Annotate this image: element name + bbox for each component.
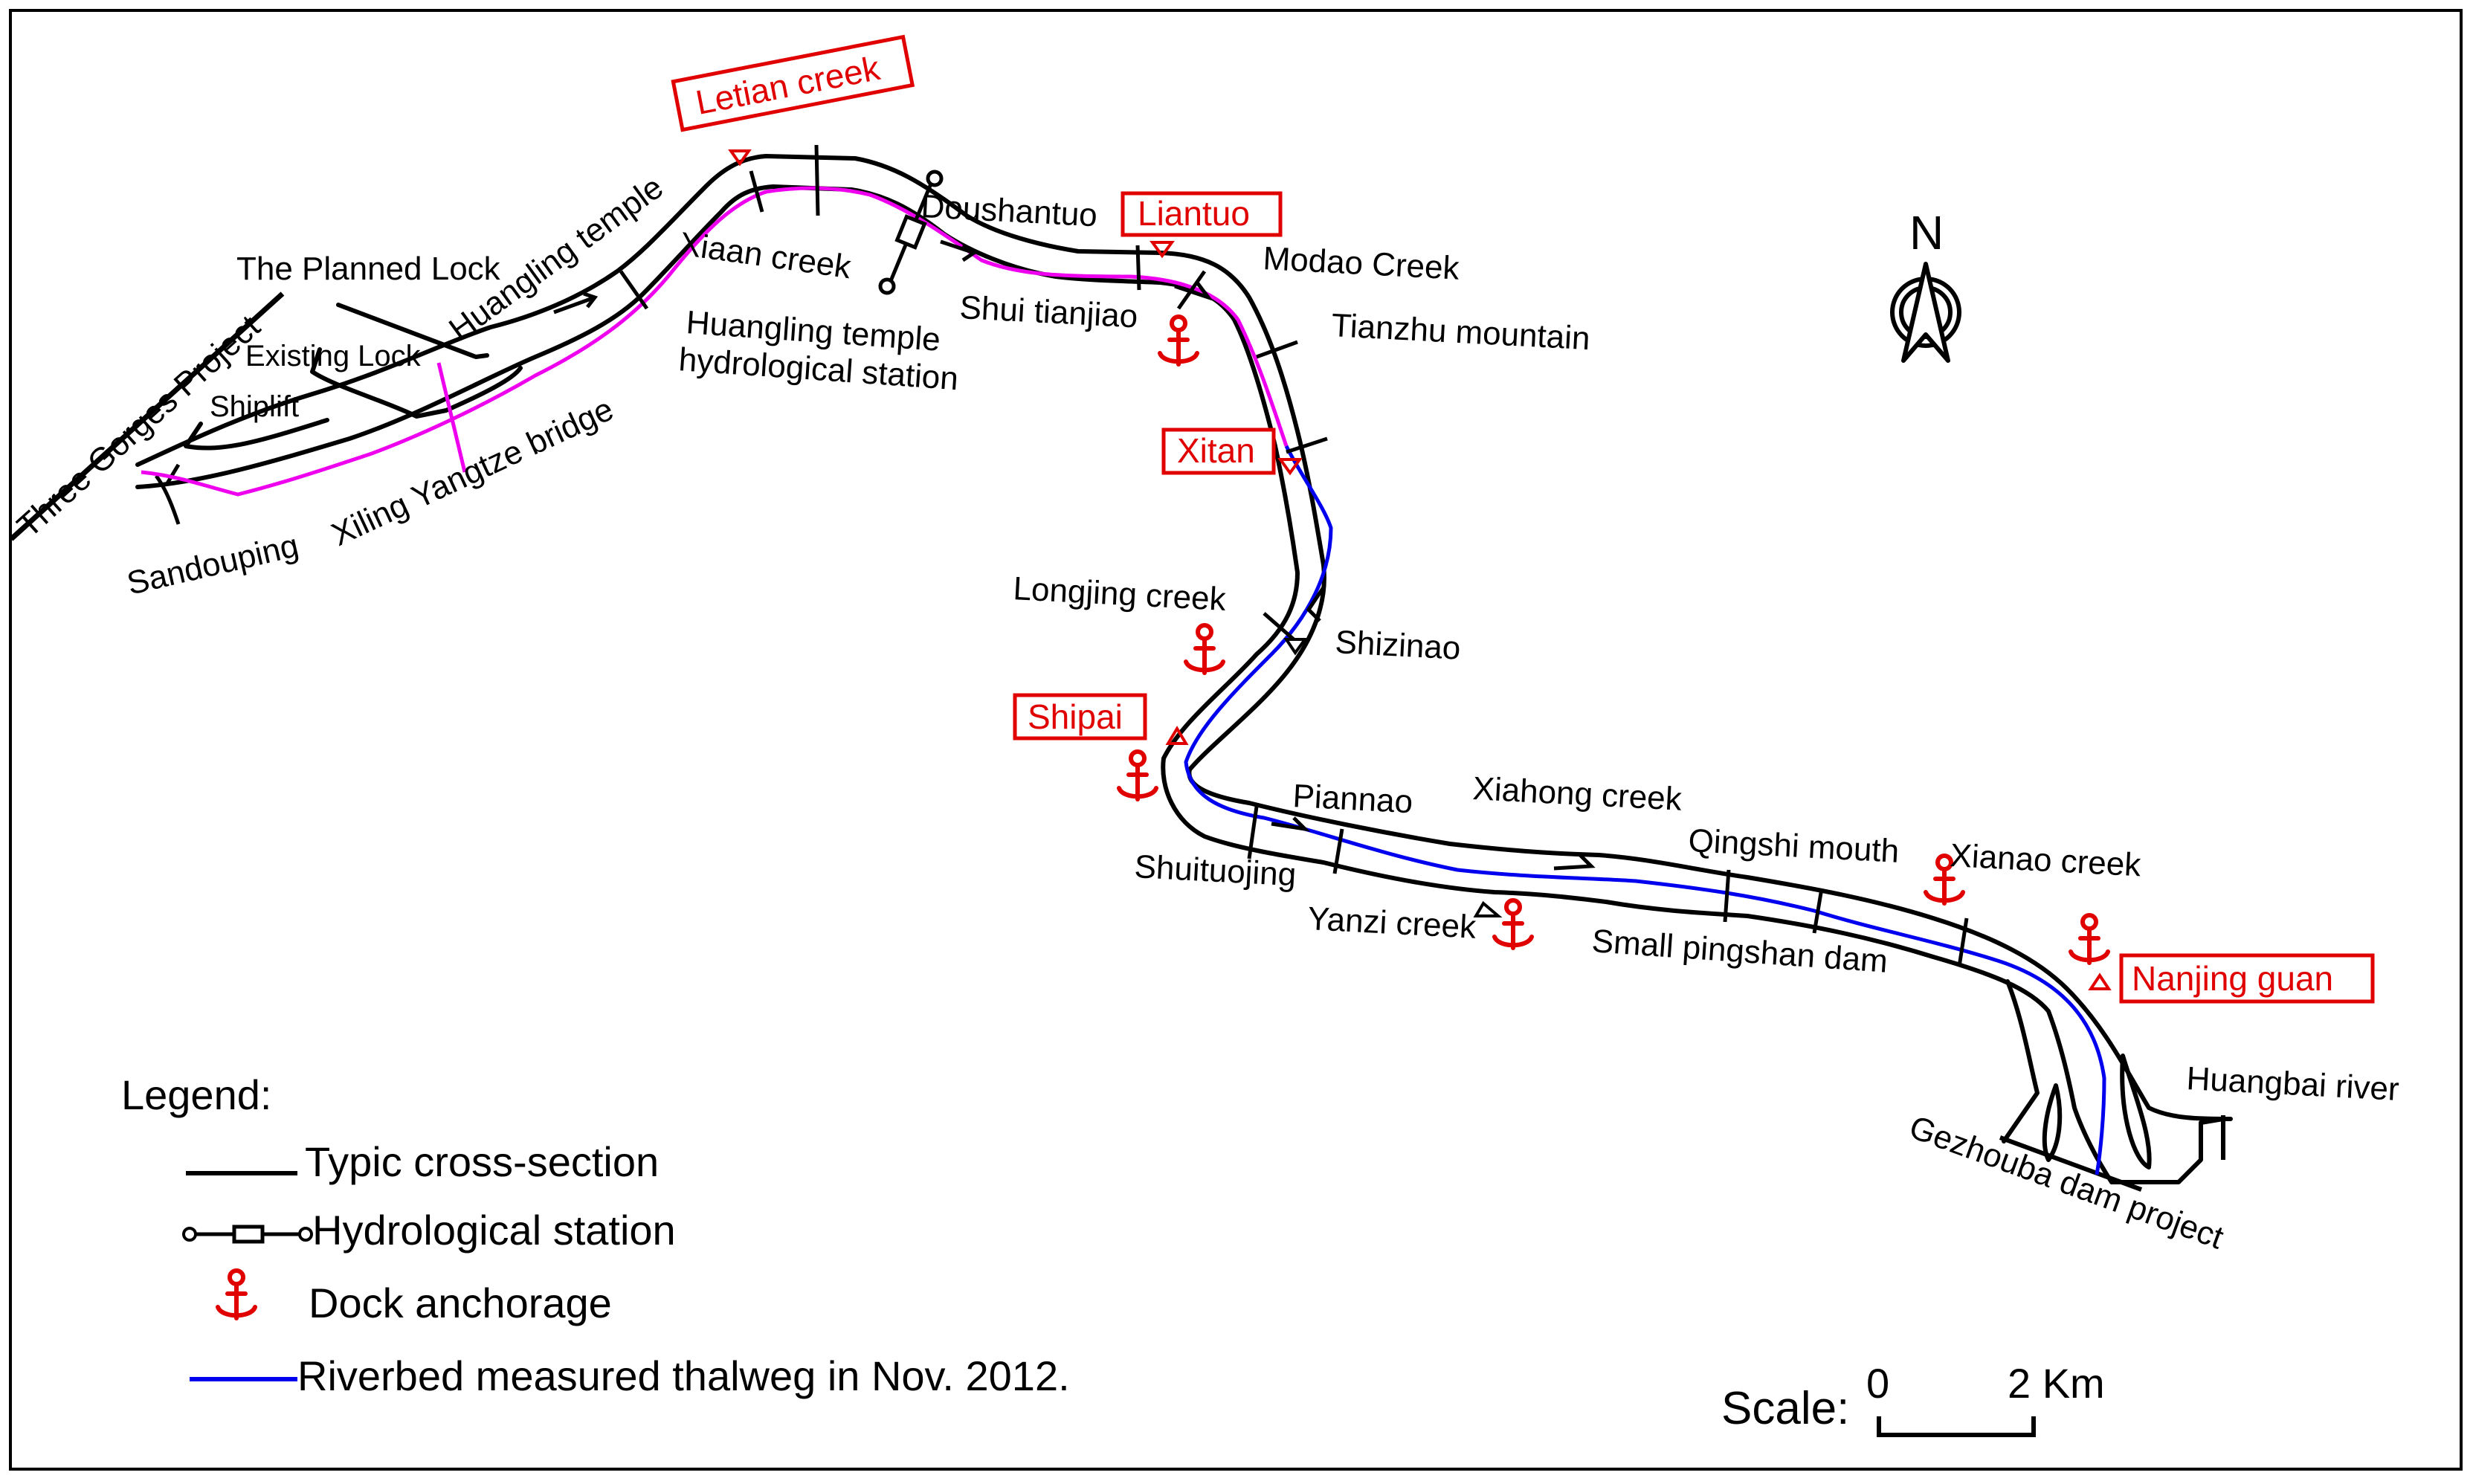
flow-arrow — [940, 239, 978, 262]
anchor-icon — [1924, 854, 1965, 906]
label-xiaan-creek: Xiaan creek — [677, 225, 854, 285]
label-piannao: Piannao — [1292, 778, 1413, 820]
flow-arrow — [1174, 281, 1213, 301]
scale-bar: Scale: 0 2 Km — [1721, 1360, 2105, 1437]
lock-structures — [154, 303, 523, 525]
sandouping-structure — [154, 474, 181, 525]
cross-section — [814, 144, 820, 216]
place-labels: Three Gorges Project The Planned Lock Ex… — [10, 169, 2400, 1256]
north-arrow: N — [1890, 206, 1961, 363]
dam-end-mark — [165, 463, 181, 485]
anchor-icon — [1184, 623, 1225, 675]
shiplift — [184, 418, 329, 451]
scale-end: 2 Km — [2008, 1360, 2105, 1407]
red-triangle — [1277, 458, 1303, 476]
svg-text:Nanjing guan: Nanjing guan — [2132, 959, 2333, 998]
anchor-icon — [2069, 913, 2110, 965]
flow-arrow — [553, 291, 599, 314]
anchor-icon — [1117, 749, 1158, 801]
flow-arrow — [1271, 816, 1311, 832]
gezhouba-island-east — [2120, 1054, 2152, 1170]
cross-section — [749, 170, 764, 213]
label-doushantuo: Doushantuo — [920, 188, 1098, 233]
label-longjing: Longjing creek — [1012, 570, 1227, 618]
legend: Legend: Typic cross-section Hydrological… — [121, 1071, 1070, 1399]
label-sandouping: Sandouping — [123, 527, 302, 602]
label-qingshi: Qingshi mouth — [1687, 822, 1900, 870]
label-xiling-bridge: Xiling Yangtze bridge — [326, 391, 619, 553]
legend-dock-label: Dock anchorage — [309, 1280, 612, 1326]
red-label-letian: Letian creek — [671, 34, 915, 132]
scale-label: Scale: — [1721, 1383, 1849, 1434]
red-boxed-labels: Letian creek Liantuo Xitan Shipai Nanjin… — [671, 34, 2375, 1004]
svg-text:Liantuo: Liantuo — [1138, 194, 1250, 233]
label-huangbai: Huangbai river — [2185, 1060, 2399, 1108]
legend-hydro-station-swatch — [182, 1225, 313, 1244]
huangling-hydro-station — [878, 170, 944, 295]
legend-thalweg-label: Riverbed measured thalweg in Nov. 2012. — [297, 1352, 1070, 1399]
label-shui-tianjiao: Shui tianjiao — [958, 289, 1138, 335]
gezhouba-dam-line — [1999, 1135, 2143, 1192]
label-yanzi: Yanzi creek — [1306, 900, 1477, 946]
label-shizinao: Shizinao — [1334, 624, 1461, 667]
cross-section — [1812, 888, 1824, 934]
red-triangle — [1165, 726, 1189, 745]
red-triangle — [2088, 972, 2112, 990]
label-xianao: Xianao creek — [1949, 837, 2142, 883]
flow-arrows — [553, 239, 1596, 871]
red-markers — [728, 149, 2112, 990]
red-label-xitan: Xitan — [1161, 428, 1276, 475]
three-gorges-dam-line — [9, 291, 285, 541]
planned-lock — [336, 303, 489, 359]
red-triangle — [1150, 241, 1175, 259]
station-marker — [1283, 638, 1308, 656]
dock-anchorages — [1117, 314, 2110, 965]
xiling-bridge-line — [436, 362, 467, 473]
red-triangle — [728, 149, 752, 167]
thalweg-lower — [1184, 445, 2106, 1175]
legend-anchor-icon — [216, 1268, 257, 1320]
anchor-icon — [1492, 898, 1534, 950]
svg-text:Shipai: Shipai — [1028, 697, 1123, 736]
label-shuituojing: Shuituojing — [1133, 848, 1297, 893]
label-modao-creek: Modao Creek — [1262, 240, 1460, 287]
cross-section — [1286, 436, 1328, 454]
legend-cross-section-label: Typic cross-section — [305, 1138, 659, 1185]
existing-lock — [310, 347, 523, 419]
cross-section — [1723, 869, 1731, 923]
river-south-bank — [135, 184, 2114, 1184]
cross-section — [1135, 245, 1141, 291]
north-label: N — [1909, 206, 1944, 259]
map-frame — [9, 9, 2463, 1471]
scale-zero: 0 — [1866, 1360, 1889, 1407]
legend-title: Legend: — [121, 1071, 271, 1118]
cross-section — [1957, 917, 1969, 967]
red-label-nanjing-guan: Nanjing guan — [2119, 953, 2375, 1004]
station-marker — [1473, 900, 1503, 917]
cross-section — [1247, 806, 1259, 859]
label-planned-lock: The Planned Lock — [236, 251, 501, 287]
flow-arrow — [1553, 854, 1596, 871]
cross-section — [1332, 828, 1344, 874]
compass-needle-icon — [1901, 262, 1950, 363]
flow-arrow — [1306, 586, 1326, 622]
label-existing-lock: Existing Lock — [245, 340, 422, 372]
scale-bar-line — [1877, 1416, 2036, 1437]
label-shiplift: Shiplift — [210, 390, 299, 423]
legend-hydro-station-label: Hydrological station — [312, 1207, 676, 1254]
label-three-gorges: Three Gorges Project — [10, 309, 267, 545]
label-xiahong: Xiahong creek — [1471, 770, 1683, 818]
cross-section — [1263, 612, 1295, 641]
red-label-shipai: Shipai — [1013, 693, 1147, 741]
svg-text:Xitan: Xitan — [1177, 431, 1255, 470]
red-label-liantuo: Liantuo — [1121, 191, 1283, 237]
cross-section — [1256, 340, 1298, 359]
gezhouba-island-west — [2042, 1083, 2063, 1162]
cross-section — [619, 270, 649, 310]
label-tianzhu: Tianzhu mountain — [1330, 307, 1590, 357]
anchor-icon — [1158, 314, 1199, 367]
